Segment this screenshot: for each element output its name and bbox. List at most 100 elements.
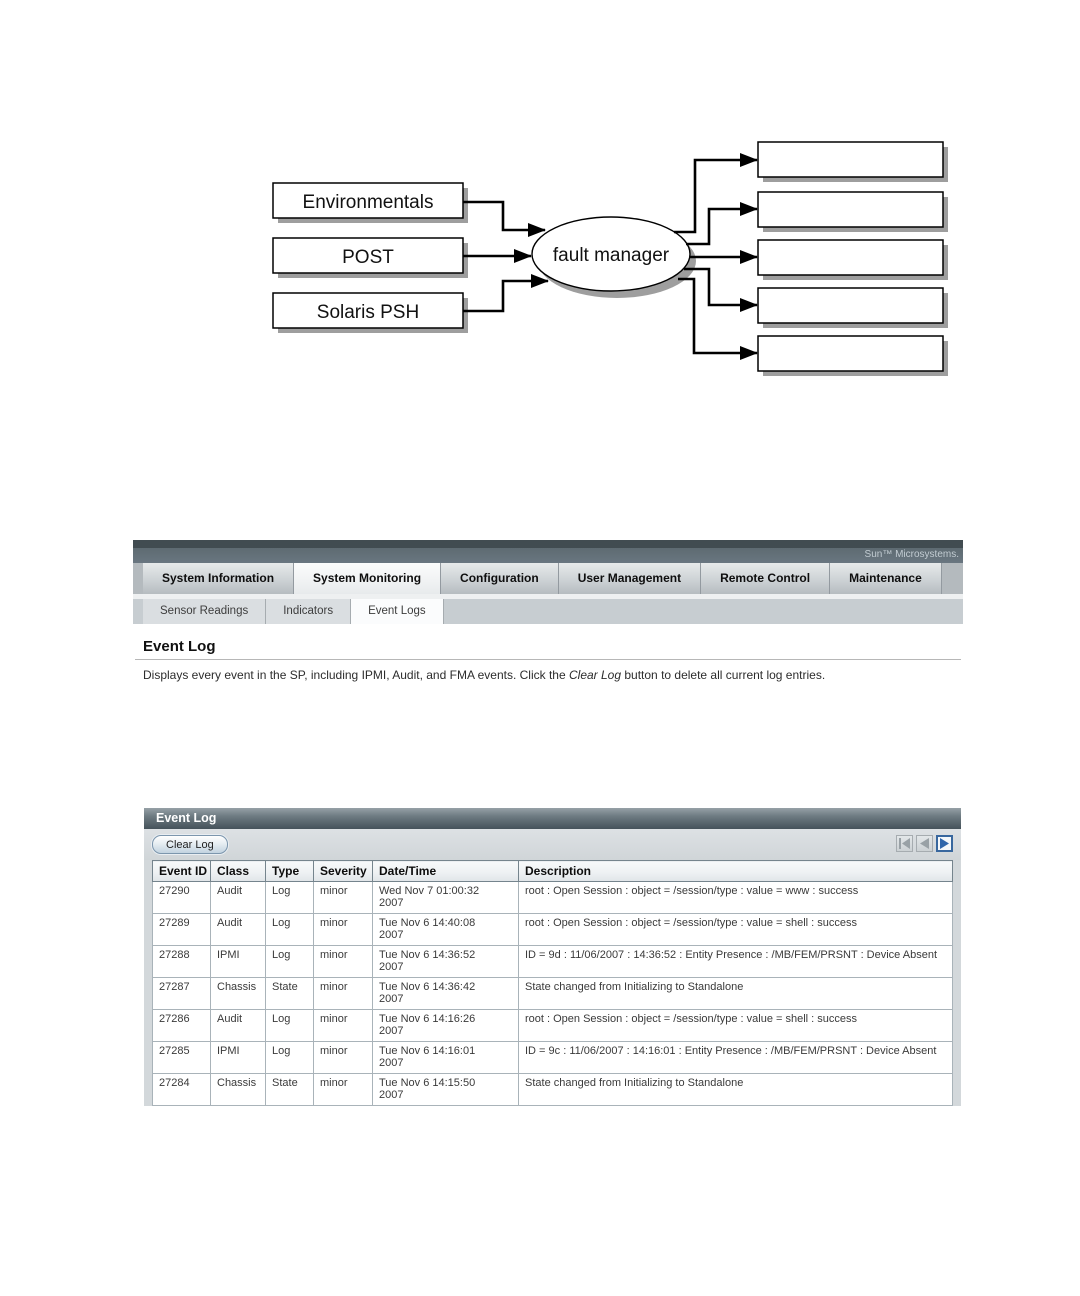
table-cell: State xyxy=(265,1073,314,1106)
first-page-icon[interactable] xyxy=(896,835,913,852)
source-box-solaris-psh: Solaris PSH xyxy=(272,292,468,333)
ilom-web-ui: Sun™ Microsystems. System Information Sy… xyxy=(133,540,963,1106)
table-cell: minor xyxy=(313,945,373,978)
source-label: POST xyxy=(342,247,394,268)
description-prefix: Displays every event in the SP, includin… xyxy=(143,668,569,682)
col-type: Type xyxy=(265,860,314,882)
table-cell: Tue Nov 6 14:36:42 2007 xyxy=(372,977,519,1010)
tab-gap xyxy=(133,594,963,599)
source-box-post: POST xyxy=(272,237,468,278)
title-rule xyxy=(135,659,961,660)
table-cell: 27288 xyxy=(152,945,211,978)
fault-manager-ellipse: fault manager xyxy=(531,216,696,298)
next-page-icon[interactable] xyxy=(936,835,953,852)
table-cell: Chassis xyxy=(210,1073,266,1106)
panel-toolbar: Clear Log xyxy=(144,829,961,860)
table-cell: Audit xyxy=(210,881,266,914)
table-cell: 27287 xyxy=(152,977,211,1010)
table-cell: ID = 9d : 11/06/2007 : 14:36:52 : Entity… xyxy=(518,945,953,978)
table-cell: minor xyxy=(313,913,373,946)
diagram-arrows xyxy=(463,153,758,360)
tab-system-information[interactable]: System Information xyxy=(143,563,295,594)
table-cell: Audit xyxy=(210,913,266,946)
source-label: Environmentals xyxy=(303,192,434,213)
table-cell: Audit xyxy=(210,1009,266,1042)
table-cell: 27289 xyxy=(152,913,211,946)
table-header-row: Event ID Class Type Severity Date/Time D… xyxy=(152,860,953,882)
table-cell: root : Open Session : object = /session/… xyxy=(518,1009,953,1042)
sun-brand-text: Sun™ Microsystems. xyxy=(864,549,959,560)
table-cell: State xyxy=(265,977,314,1010)
page-content: Event Log Displays every event in the SP… xyxy=(133,638,963,1106)
table-cell: root : Open Session : object = /session/… xyxy=(518,913,953,946)
table-cell: Log xyxy=(265,945,314,978)
page-description: Displays every event in the SP, includin… xyxy=(143,668,963,682)
source-label: Solaris PSH xyxy=(317,302,419,323)
table-cell: State changed from Initializing to Stand… xyxy=(518,977,953,1010)
source-box-environmentals: Environmentals xyxy=(272,182,468,223)
col-severity: Severity xyxy=(313,860,373,882)
col-description: Description xyxy=(518,860,953,882)
table-cell: 27290 xyxy=(152,881,211,914)
table-cell: root : Open Session : object = /session/… xyxy=(518,881,953,914)
tab-maintenance[interactable]: Maintenance xyxy=(830,563,942,594)
previous-page-icon[interactable] xyxy=(916,835,933,852)
table-cell: Tue Nov 6 14:15:50 2007 xyxy=(372,1073,519,1106)
tab-user-management[interactable]: User Management xyxy=(558,563,702,594)
output-box xyxy=(757,287,948,328)
tab-configuration[interactable]: Configuration xyxy=(441,563,559,594)
col-date-time: Date/Time xyxy=(372,860,519,882)
table-cell: Log xyxy=(265,913,314,946)
table-cell: Tue Nov 6 14:16:01 2007 xyxy=(372,1041,519,1074)
hub-label: fault manager xyxy=(553,245,670,266)
table-cell: IPMI xyxy=(210,945,266,978)
table-cell: Log xyxy=(265,1009,314,1042)
subtab-event-logs[interactable]: Event Logs xyxy=(351,599,444,624)
output-box xyxy=(757,335,948,376)
table-cell: 27286 xyxy=(152,1009,211,1042)
table-cell: Wed Nov 7 01:00:32 2007 xyxy=(372,881,519,914)
event-log-panel: Event Log Clear Log xyxy=(144,808,961,1106)
clear-log-button[interactable]: Clear Log xyxy=(152,835,228,854)
table-cell: State changed from Initializing to Stand… xyxy=(518,1073,953,1106)
output-box xyxy=(757,191,948,232)
masthead: Sun™ Microsystems. xyxy=(133,540,963,563)
table-cell: minor xyxy=(313,1073,373,1106)
sub-tab-bar: Sensor Readings Indicators Event Logs xyxy=(133,599,963,624)
output-boxes xyxy=(757,141,948,376)
panel-title: Event Log xyxy=(144,808,961,829)
table-cell: 27285 xyxy=(152,1041,211,1074)
tab-system-monitoring[interactable]: System Monitoring xyxy=(294,563,442,594)
table-cell: IPMI xyxy=(210,1041,266,1074)
table-cell: Tue Nov 6 14:16:26 2007 xyxy=(372,1009,519,1042)
page-title: Event Log xyxy=(143,638,216,655)
output-box xyxy=(757,141,948,182)
table-cell: minor xyxy=(313,881,373,914)
main-tab-bar: System Information System Monitoring Con… xyxy=(133,563,963,594)
subtab-sensor-readings[interactable]: Sensor Readings xyxy=(143,599,267,624)
table-cell: minor xyxy=(313,1009,373,1042)
table-cell: Chassis xyxy=(210,977,266,1010)
table-cell: Log xyxy=(265,1041,314,1074)
output-box xyxy=(757,239,948,280)
subtab-indicators[interactable]: Indicators xyxy=(266,599,352,624)
pagination-controls xyxy=(896,835,953,852)
fault-manager-diagram: Environmentals POST Solaris PSH fault ma… xyxy=(272,141,948,376)
description-suffix: button to delete all current log entries… xyxy=(621,668,826,682)
table-cell: Log xyxy=(265,881,314,914)
event-table-wrap: Event ID Class Type Severity Date/Time D… xyxy=(144,860,961,1106)
tab-remote-control[interactable]: Remote Control xyxy=(701,563,831,594)
table-cell: 27284 xyxy=(152,1073,211,1106)
event-log-table: Event ID Class Type Severity Date/Time D… xyxy=(152,860,953,1106)
table-cell: Tue Nov 6 14:36:52 2007 xyxy=(372,945,519,978)
description-clear-log-ref: Clear Log xyxy=(569,668,622,682)
table-cell: minor xyxy=(313,977,373,1010)
col-class: Class xyxy=(210,860,266,882)
